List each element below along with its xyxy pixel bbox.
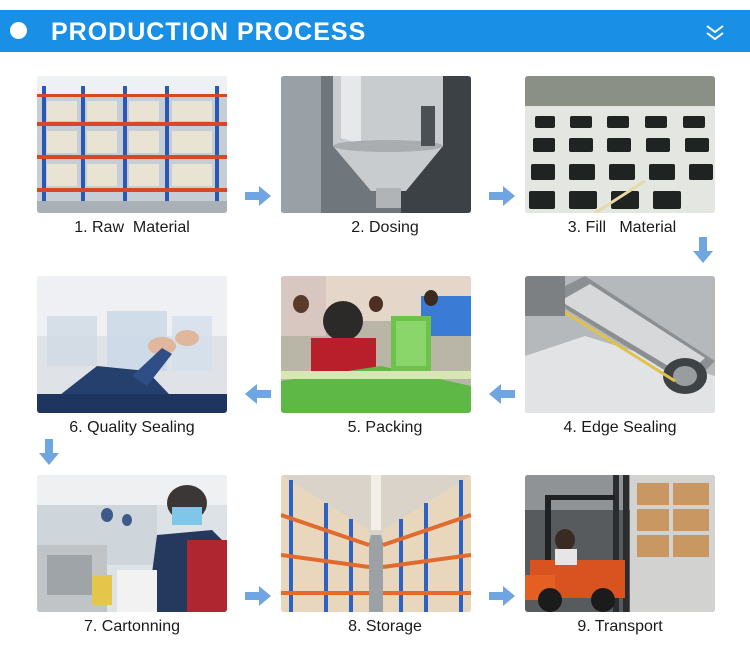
step-8-label: 8. Storage [348,618,422,635]
step-1-label: 1. Raw Material [74,219,190,236]
filled-trays-image [525,76,715,213]
quality-sealing-image [37,276,227,413]
step-3-label: 3. Fill Material [567,219,677,236]
arrow-right-icon [245,186,271,206]
step-5-image [281,276,471,413]
step-5-label: 5. Packing [347,419,423,436]
step-9-image [525,475,715,612]
edge-sealing-image [525,276,715,413]
step-9-label: 9. Transport [577,618,663,635]
arrow-right-icon [489,186,515,206]
step-3-image [525,76,715,213]
step-2-label: 2. Dosing [351,219,419,236]
arrow-down-icon [693,237,713,263]
arrow-left-icon [245,384,271,404]
warehouse-racks-image [37,76,227,213]
page-title: PRODUCTION PROCESS [51,18,367,46]
step-7-label: 7. Cartonning [83,618,181,635]
arrow-left-icon [489,384,515,404]
step-8-image [281,475,471,612]
arrow-right-icon [489,586,515,606]
step-6-image [37,276,227,413]
step-4-label: 4. Edge Sealing [563,419,677,436]
packing-workers-image [281,276,471,413]
step-6-label: 6. Quality Sealing [69,419,195,436]
header-banner: PRODUCTION PROCESS [0,10,750,52]
step-7-image [37,475,227,612]
arrow-right-icon [245,586,271,606]
cartonning-image [37,475,227,612]
double-chevron-down-icon[interactable] [703,22,727,42]
forklift-transport-image [525,475,715,612]
step-4-image [525,276,715,413]
step-1-image [37,76,227,213]
bullet-dot-icon [10,22,27,39]
dosing-hopper-image [281,76,471,213]
arrow-down-icon [39,439,59,465]
step-2-image [281,76,471,213]
storage-aisle-image [281,475,471,612]
